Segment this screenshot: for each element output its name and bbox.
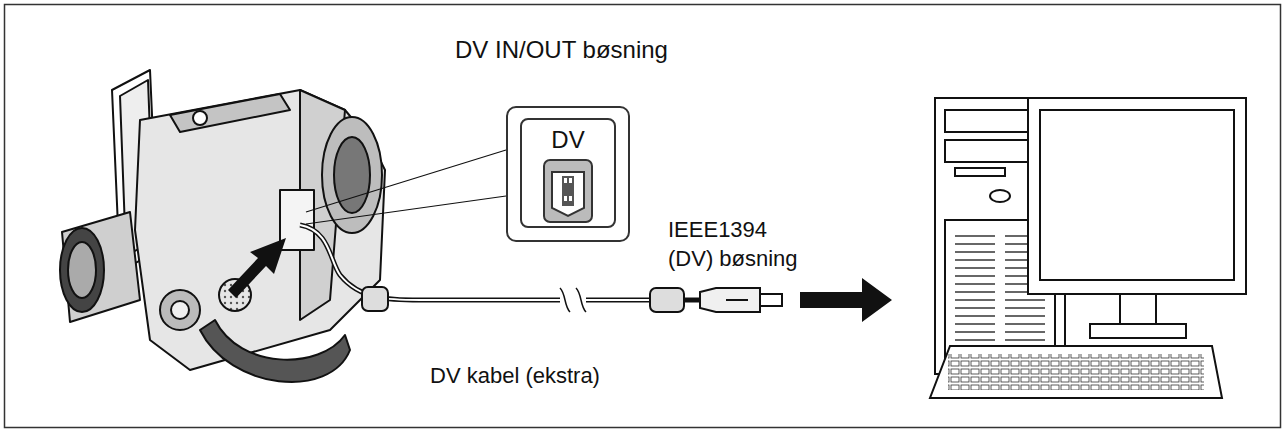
svg-text:Can: Can — [286, 358, 315, 381]
socket-label: IEEE1394 (DV) bøsning — [668, 216, 818, 273]
port-label: DV — [508, 128, 628, 152]
dv-port-icon — [538, 158, 598, 224]
cable-label: DV kabel (ekstra) — [430, 362, 600, 391]
inset-box: DV — [506, 106, 630, 242]
socket-label: DV IN/OUT bøsning — [455, 34, 668, 65]
